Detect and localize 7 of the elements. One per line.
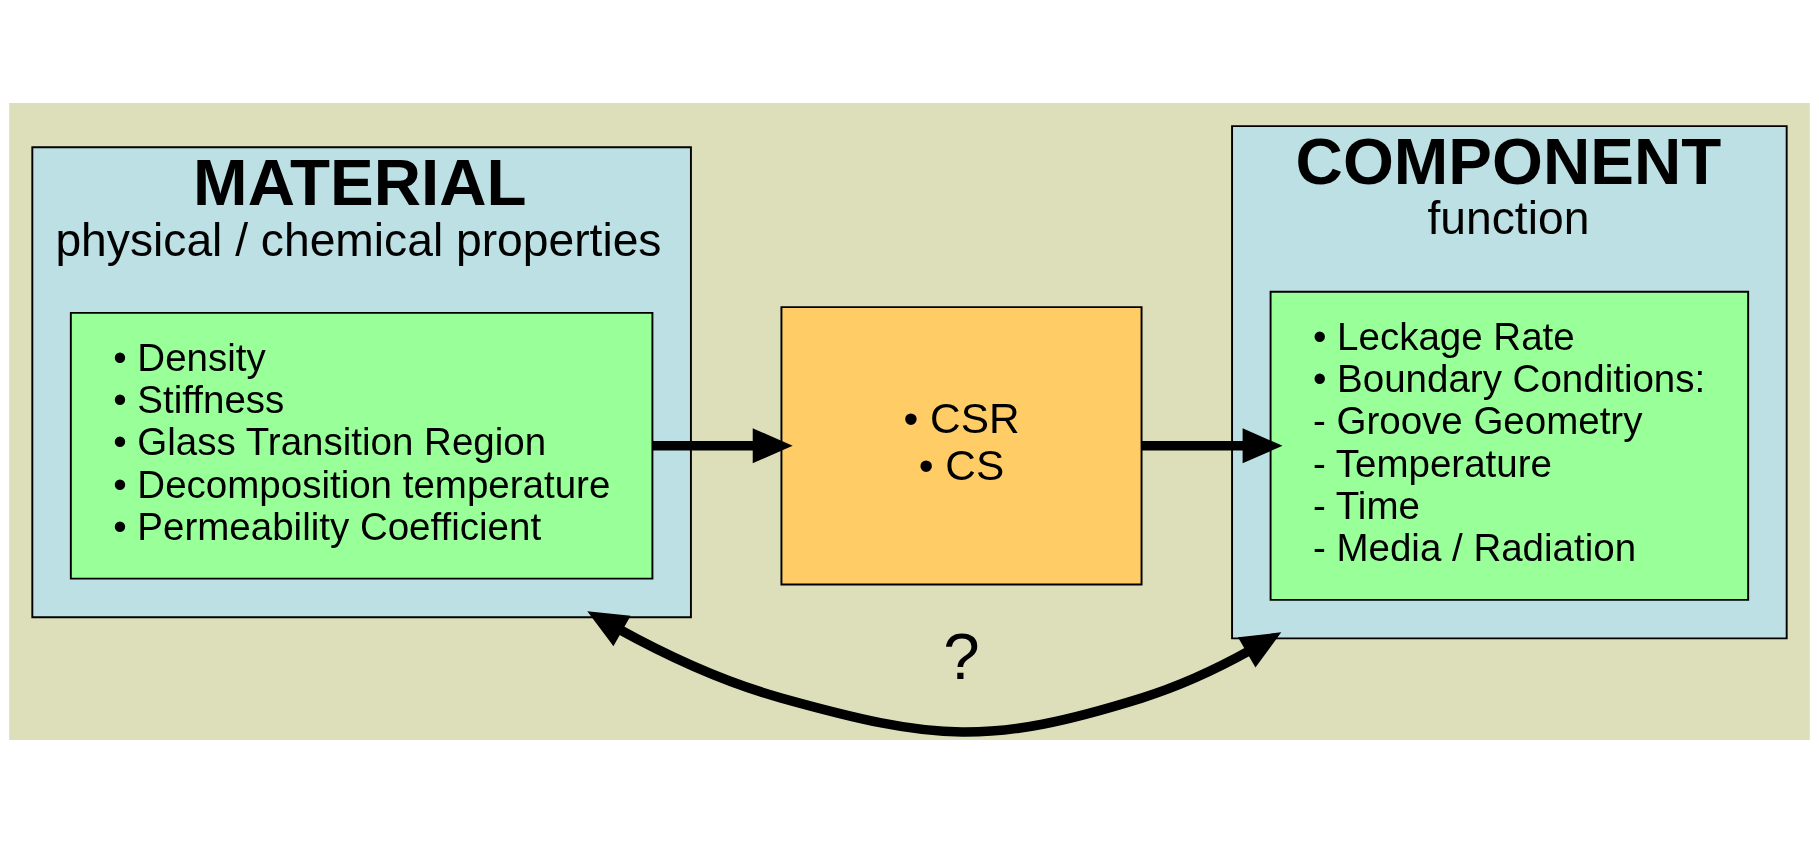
edge-label: ?	[943, 620, 980, 694]
arrow	[587, 611, 1282, 737]
arrow	[1141, 428, 1283, 464]
node-box: • CSR • CS	[780, 306, 1143, 586]
arrow	[652, 428, 793, 464]
node-box: • Leckage Rate • Boundary Conditions: - Groove Geometry - Temperature - Time - Media / Radiation	[1269, 290, 1750, 601]
node-box: • Density • Stiffness • Glass Transition Region • Decomposition temperature • Permeability Coefficient	[69, 311, 654, 580]
